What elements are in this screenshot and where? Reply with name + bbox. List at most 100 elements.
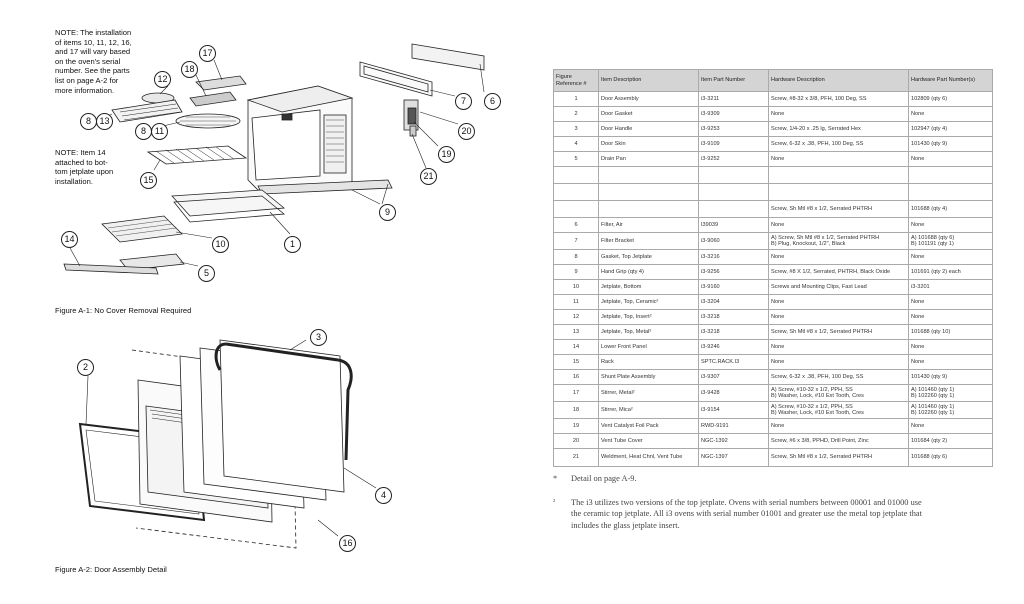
- figure-a2-caption: Figure A-2: Door Assembly Detail: [55, 565, 167, 574]
- table-header-cell: Item Description: [598, 69, 699, 92]
- table-cell: 18: [553, 401, 599, 419]
- table-cell: 3: [553, 121, 599, 137]
- table-cell: A) Screw, Sh Mtl #8 x 1/2, Serrated PHTR…: [768, 232, 909, 250]
- table-cell: i3-9246: [698, 339, 769, 355]
- table-cell: 16: [553, 369, 599, 385]
- table-cell: 101688 (qty 4): [908, 200, 993, 218]
- table-cell: 10: [553, 279, 599, 295]
- table-cell: None: [768, 309, 909, 325]
- table-cell: Screw, 6-32 x .38, PFH, 100 Deg, SS: [768, 369, 909, 385]
- callout-bubble: 4: [375, 487, 392, 504]
- callout-bubble: 13: [96, 113, 113, 130]
- table-cell: Screw, #8 X 1/2, Serrated, PHTRH, Black …: [768, 264, 909, 280]
- item14-note: NOTE: Item 14 attached to bot- tom jetpl…: [55, 148, 114, 186]
- table-cell: Door Gasket: [598, 106, 699, 122]
- table-cell: Vent Catalyst Foil Pack: [598, 418, 699, 434]
- table-cell: None: [908, 217, 993, 233]
- table-cell: i3-9252: [698, 151, 769, 167]
- table-cell: i3-3216: [698, 249, 769, 265]
- table-row: [553, 166, 993, 184]
- table-cell: None: [768, 217, 909, 233]
- table-cell: A) 101688 (qty 6) B) 101191 (qty 1): [908, 232, 993, 250]
- table-cell: [598, 166, 699, 184]
- table-cell: None: [908, 294, 993, 310]
- table-cell: i3-3211: [698, 91, 769, 107]
- table-cell: Shunt Plate Assembly: [598, 369, 699, 385]
- callout-bubble: 10: [212, 236, 229, 253]
- table-cell: i3-9109: [698, 136, 769, 152]
- table-cell: [698, 200, 769, 218]
- table-cell: Screw, Sh Mtl #8 x 1/2, Serrated PHTRH: [768, 324, 909, 340]
- table-cell: None: [908, 354, 993, 370]
- callout-bubble: 3: [310, 329, 327, 346]
- table-cell: 13: [553, 324, 599, 340]
- table-cell: 6: [553, 217, 599, 233]
- callout-bubble: 5: [198, 265, 215, 282]
- callout-bubble: 20: [458, 123, 475, 140]
- footnote-2-mark: ²: [553, 498, 556, 506]
- table-cell: i3-3204: [698, 294, 769, 310]
- table-cell: 11: [553, 294, 599, 310]
- table-cell: Jetplate, Top, Ceramic²: [598, 294, 699, 310]
- table-cell: [908, 183, 993, 201]
- table-header-cell: Item Part Number: [698, 69, 769, 92]
- table-cell: Door Handle: [598, 121, 699, 137]
- figure-a1-diagram: [63, 43, 485, 275]
- table-cell: Screws and Mounting Clips, Fast Lead: [768, 279, 909, 295]
- footnote-2-text: The i3 utilizes two versions of the top …: [571, 498, 922, 530]
- callout-bubble: 12: [154, 71, 171, 88]
- callout-bubble: 21: [420, 168, 437, 185]
- table-cell: Screw, 6-32 x .38, PFH, 100 Deg, SS: [768, 136, 909, 152]
- table-cell: Filter, Air: [598, 217, 699, 233]
- table-cell: None: [908, 418, 993, 434]
- callout-bubble: 7: [455, 93, 472, 110]
- table-cell: A) Screw, #10-32 x 1/2, PPH, SS B) Washe…: [768, 384, 909, 402]
- table-cell: 2: [553, 106, 599, 122]
- table-cell: Screw, #6 x 3/8, PPHD, Drill Point, Zinc: [768, 433, 909, 449]
- table-cell: Stirrer, Mica²: [598, 401, 699, 419]
- table-cell: 15: [553, 354, 599, 370]
- table-cell: 101688 (qty 6): [908, 448, 993, 467]
- callout-bubble: 19: [438, 146, 455, 163]
- table-cell: i3-9256: [698, 264, 769, 280]
- table-cell: i3-9309: [698, 106, 769, 122]
- table-cell: A) 101460 (qty 1) B) 102260 (qty 1): [908, 401, 993, 419]
- table-cell: Stirrer, Metal²: [598, 384, 699, 402]
- table-cell: Door Skin: [598, 136, 699, 152]
- table-cell: 101684 (qty 2): [908, 433, 993, 449]
- table-cell: i3-3201: [908, 279, 993, 295]
- table-cell: None: [768, 106, 909, 122]
- table-cell: 101430 (qty 9): [908, 136, 993, 152]
- table-cell: [768, 166, 909, 184]
- table-cell: i3-3218: [698, 324, 769, 340]
- table-cell: 12: [553, 309, 599, 325]
- table-cell: Screw, 1/4-20 x .25 lg, Serrated Hex: [768, 121, 909, 137]
- table-cell: Rack: [598, 354, 699, 370]
- table-header-cell: Hardware Part Number(s): [908, 69, 993, 92]
- installation-note: NOTE: The installation of items 10, 11, …: [55, 28, 132, 95]
- table-cell: [553, 183, 599, 201]
- callout-bubble: 17: [199, 45, 216, 62]
- table-cell: 1: [553, 91, 599, 107]
- table-cell: A) Screw, #10-32 x 1/2, PPH, SS B) Washe…: [768, 401, 909, 419]
- table-cell: Lower Front Panel: [598, 339, 699, 355]
- table-cell: I39039: [698, 217, 769, 233]
- table-cell: i3-9253: [698, 121, 769, 137]
- table-cell: 8: [553, 249, 599, 265]
- table-cell: [768, 183, 909, 201]
- table-cell: Screw, Sh Mtl #8 x 1/2, Serrated PHTRH: [768, 448, 909, 467]
- table-cell: Jetplate, Top, Insert²: [598, 309, 699, 325]
